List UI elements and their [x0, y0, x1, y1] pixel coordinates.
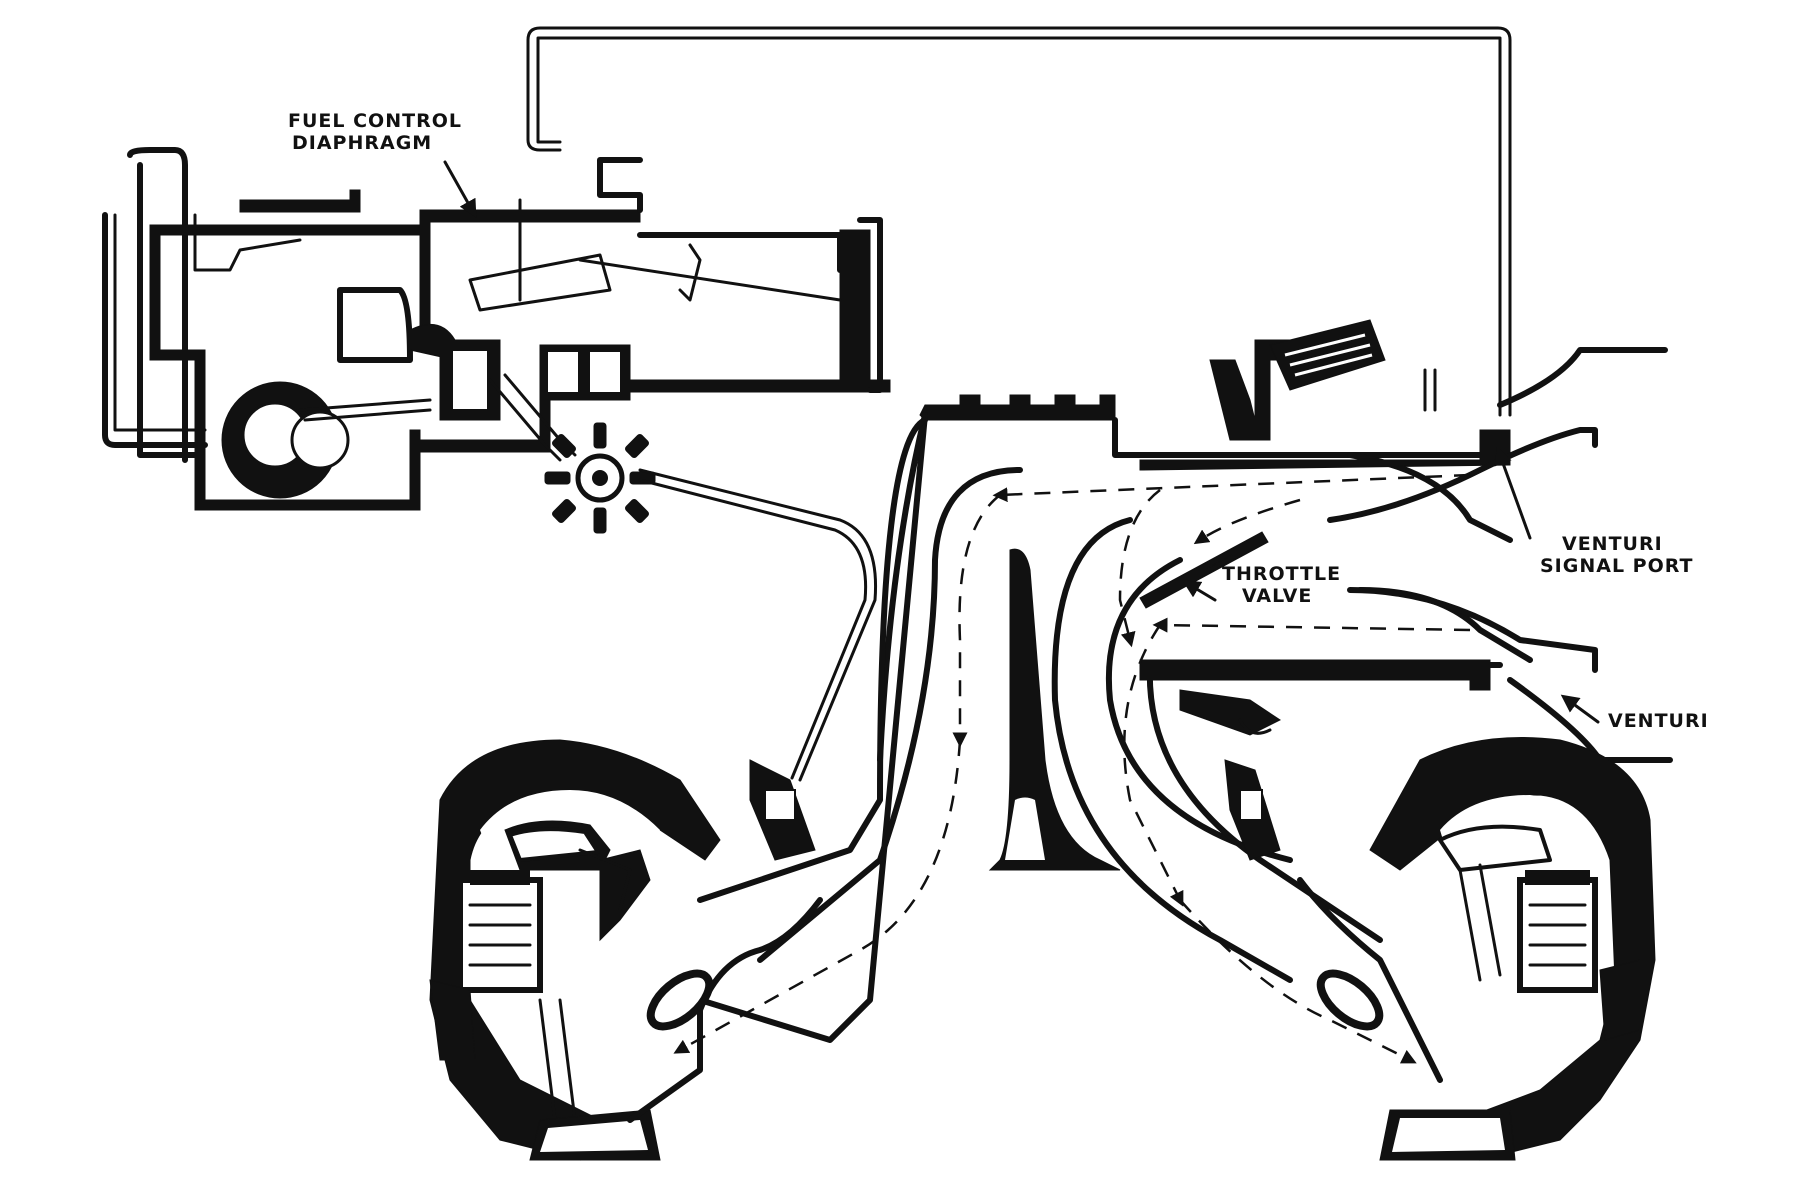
- cylinder-head-left: [429, 739, 823, 1161]
- signal-line-inner: [536, 36, 1502, 417]
- venturi-signal-port-label: VENTURI SIGNAL PORT: [1540, 533, 1694, 577]
- venturi-leader: [1560, 694, 1600, 724]
- throttle-label-line2: VALVE: [1242, 585, 1313, 607]
- fuel-control-label-line2: DIAPHRAGM: [292, 132, 433, 154]
- injector-left: [749, 759, 816, 861]
- fuel-control-unit: [102, 147, 891, 511]
- fuel-control-label-line1: FUEL CONTROL: [288, 110, 462, 132]
- injector-right: [1224, 759, 1281, 861]
- signal-line: [526, 26, 1512, 417]
- venturi-signal-label-line1: VENTURI: [1562, 533, 1663, 555]
- venturi-signal-leader: [1494, 446, 1532, 540]
- throttle-plate: [1139, 531, 1269, 609]
- intake-manifold: [697, 394, 1533, 1043]
- throttle-body: [1139, 319, 1673, 763]
- throttle-valve-label: THROTTLE VALVE: [1222, 563, 1341, 607]
- idle-spring: [1269, 319, 1386, 391]
- throttle-leader: [1182, 580, 1217, 602]
- airflow-arrows: [673, 473, 1471, 1064]
- venturi-label: VENTURI: [1608, 710, 1709, 732]
- fuel-control-diaphragm-label: FUEL CONTROL DIAPHRAGM: [288, 110, 462, 154]
- throttle-label-line1: THROTTLE: [1222, 563, 1342, 585]
- cylinder-head-right: [1297, 737, 1656, 1161]
- venturi-signal-label-line2: SIGNAL PORT: [1540, 555, 1694, 577]
- fuel-diaphragm-leader: [443, 160, 477, 218]
- venturi-label-text: VENTURI: [1608, 710, 1709, 732]
- fuel-distributor: [544, 422, 878, 782]
